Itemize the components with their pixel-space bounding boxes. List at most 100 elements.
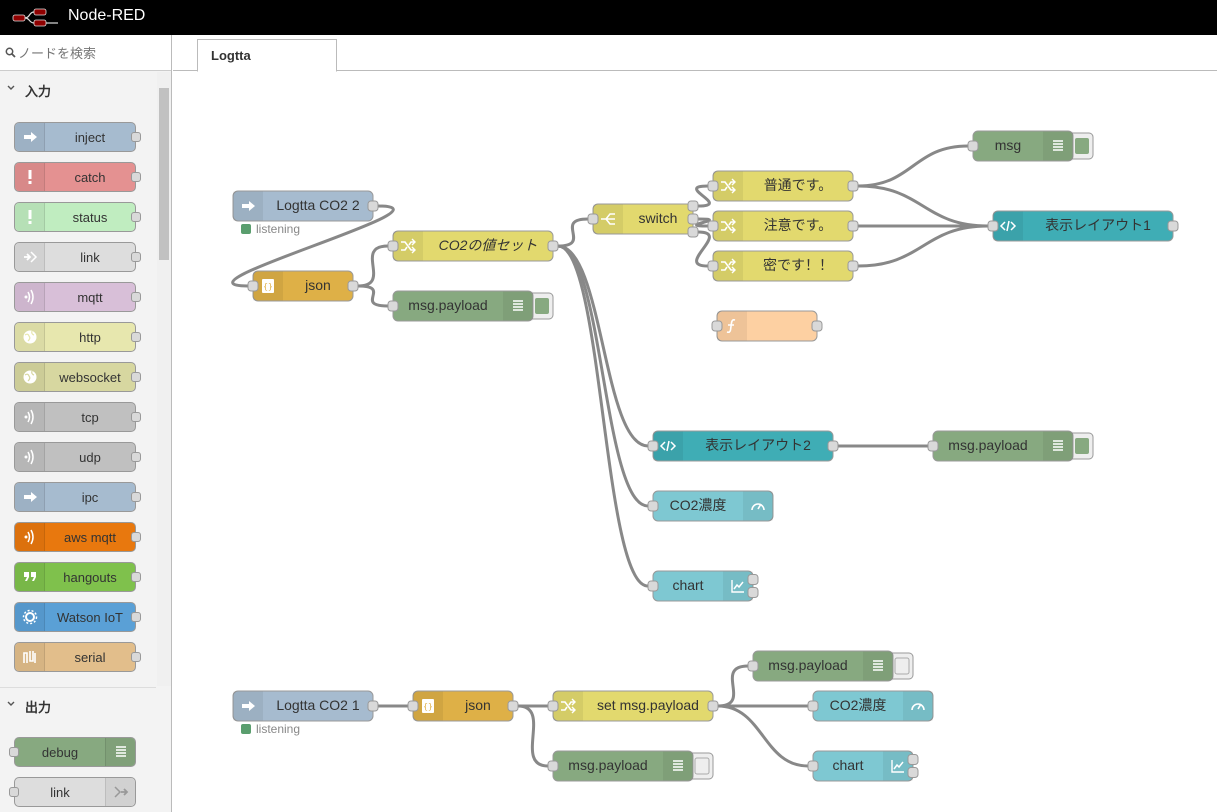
flow-node-chart[interactable]: chart [647, 570, 759, 602]
node-output-port[interactable] [367, 700, 379, 712]
node-input-port[interactable] [967, 140, 979, 152]
node-output-port[interactable] [507, 700, 519, 712]
flow-node-debug[interactable]: msg [967, 130, 1094, 162]
node-input-port[interactable] [707, 220, 719, 232]
flow-wire[interactable] [695, 184, 711, 208]
node-output-port[interactable] [907, 767, 919, 778]
palette-scrollbar[interactable] [157, 72, 171, 686]
flow-wire[interactable] [695, 217, 711, 228]
node-input-port[interactable] [547, 760, 559, 772]
search-input[interactable] [18, 43, 166, 63]
palette-node-debug[interactable]: debug [9, 737, 136, 767]
flow-wire[interactable] [717, 664, 749, 708]
scrollbar-thumb[interactable] [159, 88, 169, 260]
node-output-port[interactable] [687, 213, 699, 225]
node-output-port[interactable] [847, 260, 859, 272]
node-input-port[interactable] [807, 760, 819, 772]
node-output-port[interactable] [747, 587, 759, 598]
node-input-port[interactable] [407, 700, 419, 712]
node-input-port[interactable] [547, 700, 559, 712]
flow-node-change[interactable]: 普通です。 [707, 170, 859, 202]
flow-node-chart[interactable]: chart [807, 750, 919, 782]
flow-wire[interactable] [231, 204, 395, 288]
node-output-port[interactable] [907, 754, 919, 765]
flow-node-json[interactable]: {}json [407, 690, 519, 722]
palette-node-http[interactable]: http [14, 322, 141, 352]
flow-wire[interactable] [357, 284, 389, 308]
node-input-port[interactable] [707, 260, 719, 272]
node-output-port[interactable] [687, 226, 699, 238]
palette-node-inject[interactable]: inject [14, 122, 141, 152]
node-output-port[interactable] [687, 200, 699, 212]
flow-wire[interactable] [717, 704, 809, 768]
flow-node-debug[interactable]: msg.payload [927, 430, 1094, 462]
node-input-port[interactable] [711, 320, 723, 332]
node-output-port[interactable] [827, 440, 839, 452]
flow-wire[interactable] [857, 184, 989, 228]
palette-node-serial[interactable]: serial [14, 642, 141, 672]
node-input-port[interactable] [927, 440, 939, 452]
category-output-header[interactable]: 出力 [0, 687, 156, 721]
node-output-port[interactable] [847, 180, 859, 192]
palette-node-websocket[interactable]: websocket [14, 362, 141, 392]
flow-wire[interactable] [557, 244, 649, 508]
flow-node-change[interactable]: set msg.payload [547, 690, 719, 722]
flow-node-debug[interactable]: msg.payload [547, 750, 714, 782]
palette-node-tcp[interactable]: tcp [14, 402, 141, 432]
palette-node-status[interactable]: status [14, 202, 141, 232]
palette-node-ipc[interactable]: ipc [14, 482, 141, 512]
node-input-port[interactable] [387, 240, 399, 252]
node-input-port[interactable] [587, 213, 599, 225]
node-input-port[interactable] [247, 280, 259, 292]
flow-wire[interactable] [695, 230, 711, 268]
flow-node-template[interactable]: 表示レイアウト2 [647, 430, 839, 462]
node-output-port[interactable] [847, 220, 859, 232]
flow-wire[interactable] [557, 244, 649, 588]
node-input-port[interactable] [807, 700, 819, 712]
node-input-port[interactable] [647, 580, 659, 592]
node-output-port[interactable] [547, 240, 559, 252]
flow-wire[interactable] [557, 217, 589, 248]
palette-node-mqtt[interactable]: mqtt [14, 282, 141, 312]
palette-node-aws-mqtt[interactable]: aws mqtt [14, 522, 141, 552]
flow-node-template[interactable]: 表示レイアウト1 [987, 210, 1179, 242]
node-output-port[interactable] [1167, 220, 1179, 232]
flow-node-switch[interactable]: switch [587, 200, 699, 238]
flow-node-gauge[interactable]: CO2濃度 [807, 690, 934, 722]
flow-wire[interactable] [857, 224, 989, 268]
flow-node-change[interactable]: 密です！！ [707, 250, 859, 282]
palette-node-link[interactable]: link [14, 242, 141, 272]
node-output-port[interactable] [347, 280, 359, 292]
palette-node-udp[interactable]: udp [14, 442, 141, 472]
tab-logtta[interactable]: Logtta [197, 39, 337, 72]
category-input-header[interactable]: 入力 [0, 72, 156, 106]
node-input-port[interactable] [647, 500, 659, 512]
node-output-port[interactable] [747, 574, 759, 585]
flow-wire[interactable] [517, 704, 549, 768]
flow-wire[interactable] [357, 244, 389, 288]
node-output-port[interactable] [707, 700, 719, 712]
palette-node-link[interactable]: link [9, 777, 136, 807]
flow-node-debug[interactable]: msg.payload [747, 650, 914, 682]
node-input-port[interactable] [387, 300, 399, 312]
palette-node-hangouts[interactable]: hangouts [14, 562, 141, 592]
node-output-port[interactable] [811, 320, 823, 332]
node-input-port[interactable] [647, 440, 659, 452]
palette-node-catch[interactable]: catch [14, 162, 141, 192]
node-input-port[interactable] [747, 660, 759, 672]
node-input-port[interactable] [707, 180, 719, 192]
flow-node-json[interactable]: {}json [247, 270, 359, 302]
flow-node-change[interactable]: 注意です。 [707, 210, 859, 242]
flow-wire[interactable] [857, 144, 969, 188]
flow-node-function[interactable] [711, 310, 823, 342]
node-output-port[interactable] [367, 200, 379, 212]
palette-node-watson-iot[interactable]: Watson IoT [14, 602, 141, 632]
flow-node-gauge[interactable]: CO2濃度 [647, 490, 774, 522]
flow-node-change[interactable]: CO2の値セット [387, 230, 559, 262]
flow-node-debug[interactable]: msg.payload [387, 290, 554, 322]
palette-node-label: catch [74, 170, 106, 185]
node-input-port[interactable] [987, 220, 999, 232]
